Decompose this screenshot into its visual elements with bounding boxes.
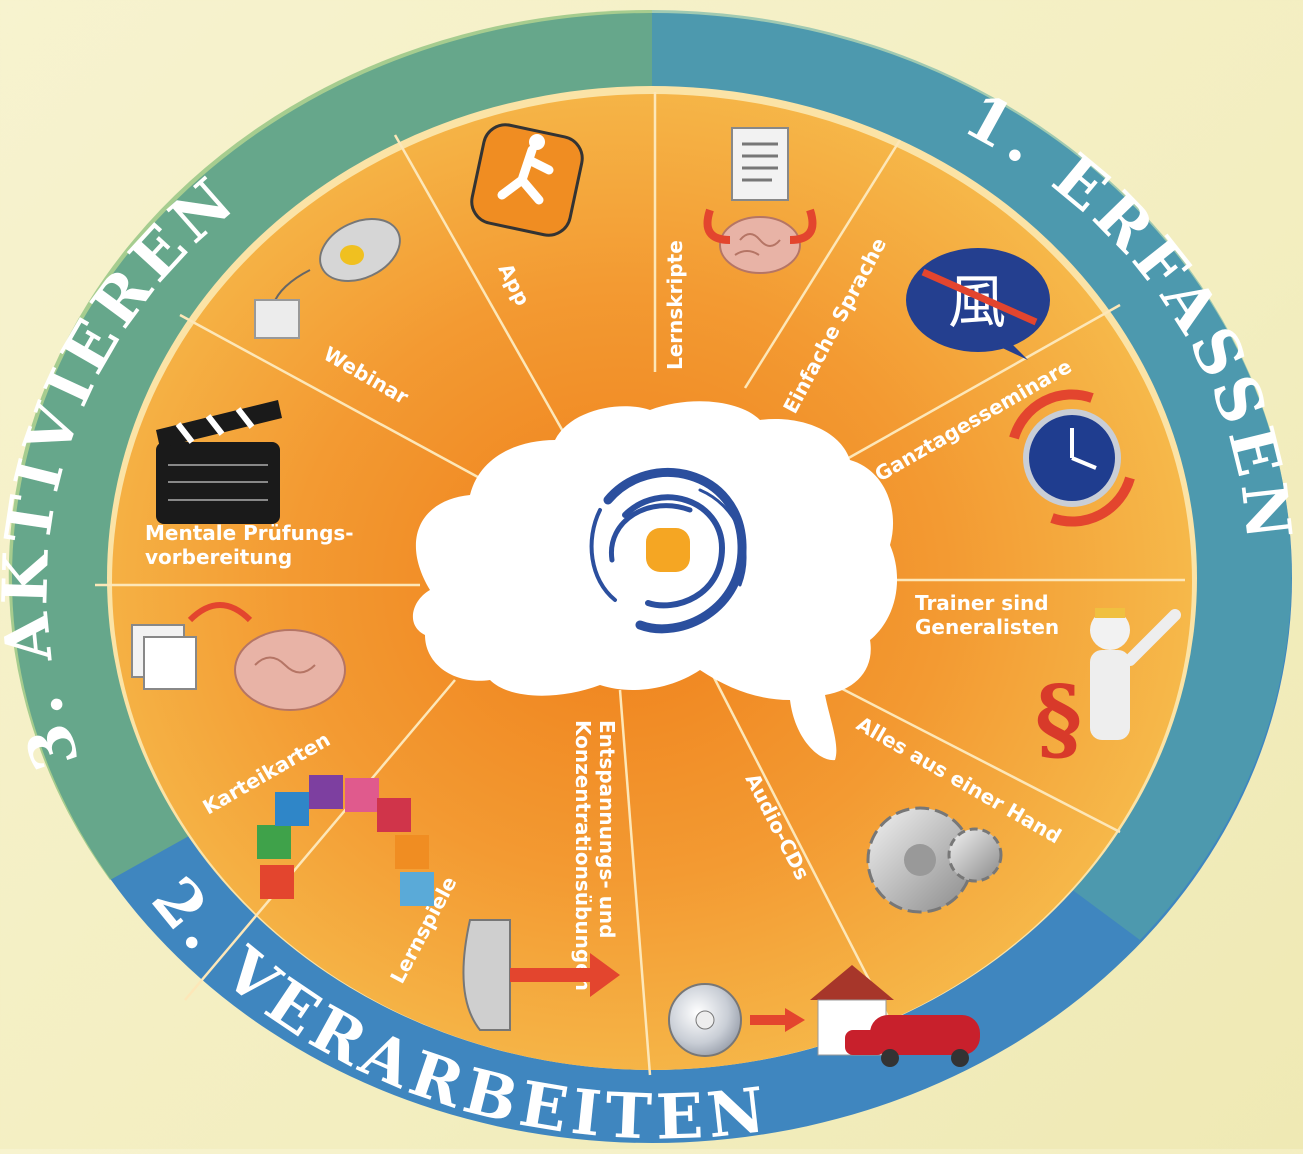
document-to-brain-icon [703,127,817,274]
central-brain [412,401,898,761]
colored-blocks-arch-icon [257,775,434,906]
segment-divider [393,134,567,436]
segment-label-lernskripte: Lernskripte [663,240,687,370]
svg-text:§: § [1035,666,1082,772]
clapperboard-icon [156,400,282,524]
gears-icon [866,806,1003,914]
speech-bubble-crossed-glyph-icon: 風 [906,248,1050,360]
clock-cycle-icon [1009,389,1135,527]
center-logo [589,467,747,634]
wall-breakthrough-arrow-icon [462,919,620,1031]
segment-label-mentale: Mentale Prüfungs-vorbereitung [145,521,354,569]
app-runner-icon [470,123,584,237]
figure-paragraph-icon: § [1035,608,1181,772]
segment-dividers [95,92,1185,1076]
segment-label-entspannung: Entspannungs- undKonzentrationsübungen [571,720,619,991]
segment-divider [703,659,902,1041]
segment-divider [618,689,652,1076]
cd-house-car-icon [668,965,980,1067]
segment-divider [844,303,1121,462]
segment-divider [824,678,1121,834]
segment-divider [179,313,499,490]
segment-divider [743,139,902,389]
segment-divider [184,679,456,1001]
mouse-puzzle-icon [254,218,401,339]
cards-to-brain-icon [131,602,346,711]
